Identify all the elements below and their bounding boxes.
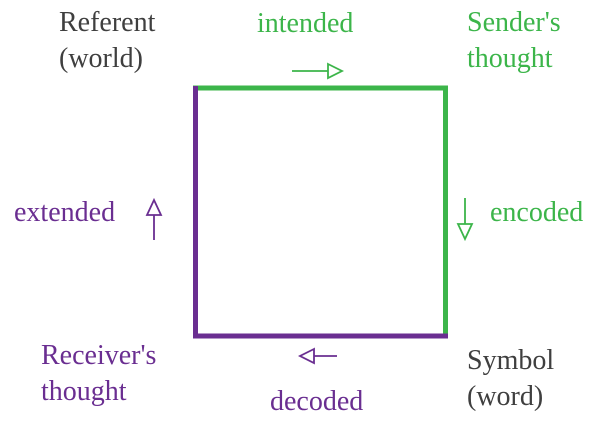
arrow-down-icon	[456, 198, 474, 242]
receiver-sublabel: thought	[41, 376, 127, 407]
intended-label: intended	[257, 8, 354, 39]
arrow-right-icon	[292, 62, 345, 80]
sender-sublabel: thought	[467, 43, 553, 74]
arrow-up-icon	[145, 197, 163, 240]
symbol-label: Symbol	[467, 345, 555, 376]
decoded-label: decoded	[270, 386, 364, 417]
referent-sublabel: (world)	[59, 43, 143, 74]
encoded-label: encoded	[490, 197, 584, 228]
arrow-left-icon	[297, 347, 337, 365]
referent-label: Referent	[59, 7, 156, 38]
sender-label: Sender's	[467, 7, 561, 38]
receiver-label: Receiver's	[41, 340, 157, 371]
extended-label: extended	[14, 197, 116, 228]
symbol-sublabel: (word)	[467, 381, 544, 412]
